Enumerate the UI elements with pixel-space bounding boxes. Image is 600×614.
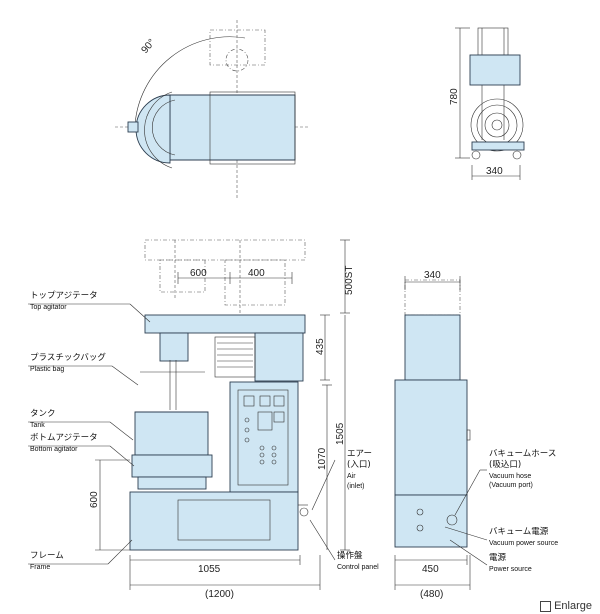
dim-1505: 1505 [335,422,346,445]
enlarge-button[interactable]: Enlarge [540,600,592,612]
label-vacuum-hose-en1: Vacuum hose [489,473,531,480]
label-air-jp1: エアー [347,449,372,459]
label-vacuum-hose-jp1: バキュームホース [489,449,556,459]
right-column [394,379,468,496]
label-vacuum-hose-jp2: (吸込口) [489,459,521,470]
label-top-agitator-en: Top agitator [30,304,67,311]
dim-435: 435 [315,338,326,355]
dim-600: 600 [190,268,207,279]
label-tank-en: Tank [30,422,45,429]
right-view: 340 450 (480) バキュームホース (吸込口) Vacuum hose… [394,270,558,600]
label-air-en1: Air [347,473,356,480]
top-agitator-plate [144,314,306,334]
label-vacuum-power-en: Vacuum power source [489,540,558,547]
label-power-en: Power source [489,566,532,573]
label-top-agitator-jp: トップアジテータ [30,291,98,301]
right-head [404,314,461,381]
bottom-agitator [131,454,213,478]
dim-right-450: 450 [422,564,439,575]
label-air-jp2: (入口) [347,460,371,470]
label-vacuum-power-jp: バキューム電源 [489,527,549,537]
label-tank-jp: タンク [30,409,56,419]
plan-angle-label: 90° [140,37,158,56]
enlarge-label: Enlarge [554,600,592,612]
right-frame [394,494,468,548]
label-bottom-agitator-jp: ボトムアジテータ [30,433,98,443]
label-power-jp: 電源 [489,553,507,563]
label-vacuum-hose-en2: (Vacuum port) [489,482,533,489]
side-width-dim: 340 [486,166,503,177]
dim-600-vertical: 600 [89,491,100,508]
dim-right-340: 340 [424,270,441,281]
label-control-panel-jp: 操作盤 [337,550,363,561]
front-view: 600 400 500ST 435 1505 1070 600 1055 (12… [28,239,379,600]
tank [134,411,209,456]
side-height-dim: 780 [449,88,460,105]
dim-400: 400 [248,268,265,279]
control-panel [237,389,289,486]
frame [129,491,299,551]
label-plastic-bag-en: Plastic bag [30,366,64,373]
label-air-en2: (inlet) [347,483,365,490]
label-control-panel-en: Control panel [337,564,379,571]
enlarge-icon [540,600,552,612]
dim-stroke: 500ST [344,266,355,295]
dim-1200: (1200) [205,589,234,600]
label-frame-jp: フレーム [30,551,64,561]
plan-view: 90° [115,20,310,200]
dim-1055: 1055 [198,564,221,575]
label-frame-en: Frame [30,564,50,571]
column [229,381,299,493]
side-view: 780 340 [449,27,525,180]
dim-1070: 1070 [317,447,328,470]
dim-right-480: (480) [420,589,443,600]
label-plastic-bag-jp: プラスチックバッグ [30,352,106,363]
label-bottom-agitator-en: Bottom agitator [30,446,78,453]
